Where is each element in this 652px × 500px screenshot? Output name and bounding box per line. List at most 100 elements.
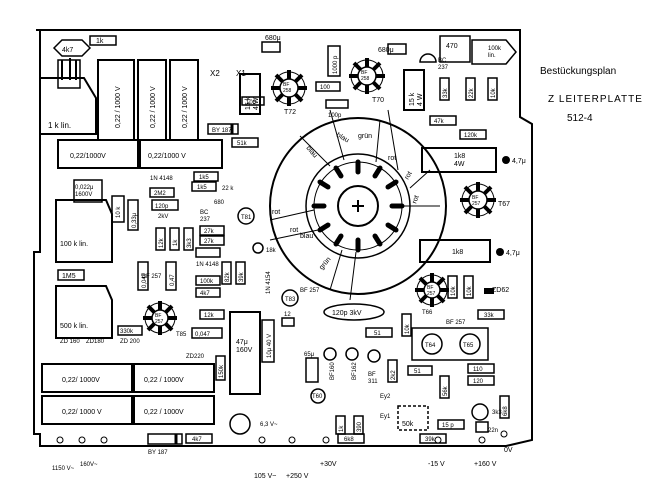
transistor-t81: T81 xyxy=(237,207,255,225)
svg-text:rot: rot xyxy=(411,195,420,205)
label-x2: X2 xyxy=(210,69,220,78)
svg-text:X2: X2 xyxy=(210,69,220,78)
svg-text:15 k4 W: 15 k4 W xyxy=(409,92,424,106)
svg-text:0,22 / 1000 V: 0,22 / 1000 V xyxy=(182,86,189,128)
resistor-1k5-b: 1k5 xyxy=(191,181,217,192)
resistor-27k-a: 27k xyxy=(199,225,225,236)
svg-text:18k: 18k xyxy=(266,248,277,254)
svg-text:blau: blau xyxy=(304,145,318,160)
resistor-39k: 39k xyxy=(235,261,246,285)
resistor-22k-mid: 22 k xyxy=(222,186,234,192)
svg-text:10k: 10k xyxy=(491,87,497,98)
svg-text:4k7: 4k7 xyxy=(62,47,73,54)
svg-text:4,7μ: 4,7μ xyxy=(512,158,526,165)
svg-text:T70: T70 xyxy=(372,97,384,104)
resistor-4k7-mid-b: 4k7 xyxy=(185,433,213,444)
svg-text:grün: grün xyxy=(318,256,332,271)
resistor-12k-b: 12k xyxy=(199,309,225,320)
svg-text:15 k4 W: 15 k4 W xyxy=(245,96,260,110)
svg-text:BY 187: BY 187 xyxy=(148,450,168,456)
svg-text:6,3 V~: 6,3 V~ xyxy=(260,422,278,428)
svg-text:15 p: 15 p xyxy=(442,423,454,429)
svg-text:4k7: 4k7 xyxy=(200,291,210,297)
resistor-10k-left: 10 k xyxy=(111,195,125,223)
svg-text:4,7μ: 4,7μ xyxy=(506,250,520,257)
resistor-6k8-b: 6k8 xyxy=(499,395,510,419)
terminal-row: 1150 V~ 160V~ 105 V~ +250 V +30V -15 V +… xyxy=(52,430,513,480)
resistor-10k-top: 10k xyxy=(487,77,498,101)
resistor-27k-b: 27k xyxy=(199,235,225,246)
zener-zd200: ZD 200 xyxy=(120,339,140,345)
svg-text:0,22/1000V: 0,22/1000V xyxy=(70,153,106,160)
terminal-250v: +250 V xyxy=(286,473,309,480)
board-outline xyxy=(33,29,533,447)
svg-text:1k: 1k xyxy=(339,425,345,432)
pot-50k: 50k xyxy=(397,405,429,431)
svg-text:ZD62: ZD62 xyxy=(492,287,509,294)
diode-1n4154: 1N 4154 xyxy=(266,271,272,294)
svg-text:0,22 / 1000V: 0,22 / 1000V xyxy=(144,377,184,384)
svg-text:3k3: 3k3 xyxy=(492,410,502,416)
svg-text:1M5: 1M5 xyxy=(62,273,76,280)
svg-text:T72: T72 xyxy=(284,109,296,116)
svg-text:ZD 160: ZD 160 xyxy=(60,339,80,345)
transistor-t64-t65-pair: BF 257 T64 T65 xyxy=(411,320,489,361)
svg-text:0,22 / 1000V: 0,22 / 1000V xyxy=(144,409,184,416)
svg-text:0,22/ 1000V: 0,22/ 1000V xyxy=(62,377,100,384)
cap-120p: 120p 2kV xyxy=(151,199,179,220)
resistor-6k8: 6k8 xyxy=(337,433,365,444)
svg-text:BF 257: BF 257 xyxy=(446,320,466,326)
transistor-t83: T83 BF 257 xyxy=(281,288,320,307)
svg-text:65μ: 65μ xyxy=(304,352,315,358)
svg-text:2kV: 2kV xyxy=(158,214,168,220)
svg-text:6k8: 6k8 xyxy=(503,406,509,416)
resistor-1k-mid: 1k xyxy=(169,227,180,251)
zener-zd62: ZD62 xyxy=(484,287,509,294)
svg-text:ZD 200: ZD 200 xyxy=(120,339,140,345)
resistor-15k-4w-a: 15 k4 W xyxy=(239,73,261,115)
resistor-330k: 330k xyxy=(117,325,143,336)
svg-text:680: 680 xyxy=(214,200,225,206)
cap-vertical-2: 0,22 / 1000 V xyxy=(137,59,167,141)
svg-text:2M2: 2M2 xyxy=(154,191,166,197)
resistor-39k-right: 39k xyxy=(419,433,447,444)
svg-text:120p: 120p xyxy=(155,204,169,210)
resistor-1k5-a: 1k5 xyxy=(193,171,219,182)
resistor-51-b: 51 xyxy=(407,365,433,376)
trimmer-3k3: 3k3 xyxy=(471,403,502,421)
resistor-82k: 82k xyxy=(221,261,232,285)
resistor-12k-a: 12k xyxy=(155,227,166,251)
cap-bottom-4: 0,22 / 1000V xyxy=(133,395,215,425)
svg-text:82k: 82k xyxy=(225,271,231,282)
cap-0047-b: 0,047 xyxy=(191,327,223,339)
cap-15p: 15 p xyxy=(437,419,465,430)
svg-text:10μ 40 V: 10μ 40 V xyxy=(267,334,273,358)
cap-bottom-1: 0,22/ 1000V xyxy=(41,363,133,393)
cap-1000p: 1000 p xyxy=(327,45,341,77)
label-ey1: Ey1 xyxy=(380,414,391,420)
svg-text:1k5: 1k5 xyxy=(199,175,209,181)
svg-text:BY 187: BY 187 xyxy=(212,128,232,134)
cap-bottom-3: 0,22/ 1000 V xyxy=(41,395,133,425)
title-line-2: Z LEITERPLATTE xyxy=(548,94,643,105)
cap-10u-40v: 10μ 40 V xyxy=(261,319,275,363)
svg-text:BF 257: BF 257 xyxy=(300,288,320,294)
transistor-bf160: BF160 xyxy=(323,347,337,380)
cap-680u-top: 680μ xyxy=(261,35,281,53)
resistor-680 xyxy=(195,247,221,258)
resistor-1k8-b: 1k8 xyxy=(419,239,491,263)
terminal-105v: 105 V~ xyxy=(254,473,276,480)
svg-text:blau: blau xyxy=(335,132,350,145)
resistor-3k3-mid: 3k3 xyxy=(183,227,194,251)
cap-680u-b: 680μ xyxy=(378,43,407,55)
